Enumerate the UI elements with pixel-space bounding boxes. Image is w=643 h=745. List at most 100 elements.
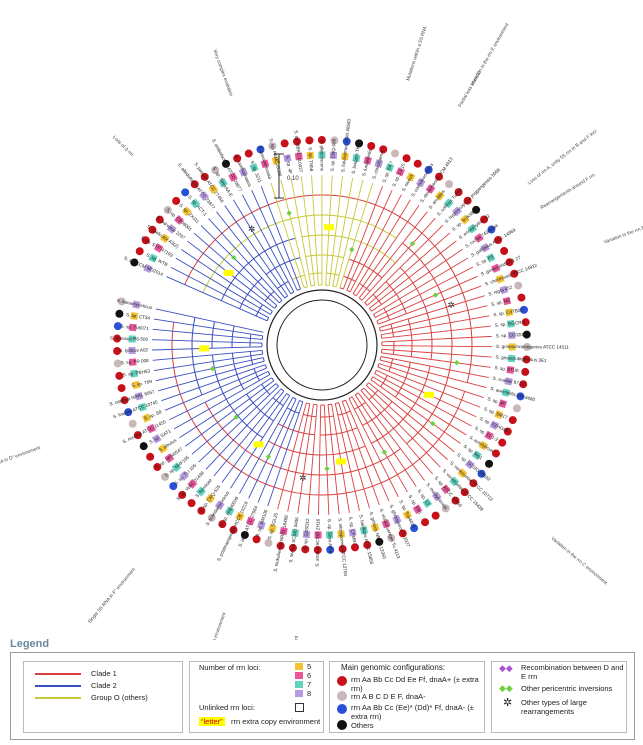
config-dot [421, 518, 430, 527]
annotation-text: Single 5S RNA in D″ environment [0, 445, 42, 475]
rrn-count-square [228, 172, 238, 182]
branch-arc [239, 277, 263, 309]
config-dot [398, 529, 407, 538]
annotation-text: Loss of Δ rrn [111, 135, 135, 159]
taxon-label: S. sp. 6TUE [494, 365, 519, 373]
config-dot [367, 142, 376, 151]
config-dot [521, 318, 530, 327]
branch [379, 295, 485, 329]
rrn-count-square [128, 358, 137, 366]
rrn-count-square [196, 486, 207, 497]
inversion-marker: ◆ [433, 292, 439, 299]
rrn-count-square [440, 484, 451, 495]
taxon-label: S. sp. Tu6071 [120, 324, 149, 332]
config-dot [133, 431, 142, 440]
rrn-count-square [508, 331, 516, 340]
config-dot [181, 188, 190, 197]
branch-arc [246, 393, 274, 422]
branch-arc [280, 388, 285, 392]
branch-arc [184, 194, 473, 383]
branch [376, 275, 478, 322]
branch [338, 402, 370, 509]
branch-arc [407, 318, 413, 357]
branch-arc [339, 287, 344, 290]
config-dot [330, 136, 339, 145]
rrn-count-square [374, 159, 384, 169]
rrn-count-square [459, 214, 470, 225]
rrn-count-square [171, 462, 182, 473]
branch-arc [385, 281, 407, 314]
rrn-count-square [505, 308, 514, 317]
config-dot [113, 334, 122, 343]
inversion-marker: ◆ [410, 240, 416, 247]
rrn-count-square [134, 391, 144, 401]
branch-arc [211, 354, 264, 439]
taxon-label: S. griseochromogenes ATCC 14511 [496, 344, 569, 350]
branch [260, 186, 301, 290]
rearrangement-icon: ✲ [503, 697, 513, 709]
groupo-label: Group O (others) [91, 693, 148, 702]
scale-label: 0.10 [287, 176, 299, 182]
rrn-count-square [359, 526, 369, 535]
rrn-count-square [128, 346, 136, 355]
annotation-text: Variation in the rrn C environment [550, 536, 609, 587]
config-dot [480, 215, 489, 224]
branch-arc [365, 382, 370, 386]
rrn-count-square [506, 366, 515, 374]
branch [155, 357, 264, 382]
rrn-count-square [268, 524, 277, 533]
config-dot [522, 330, 531, 339]
scale-bar: 0.10 [274, 153, 299, 199]
rrn8-swatch [295, 690, 303, 697]
config-dot [124, 408, 133, 417]
taxon-label: S. glaucescens [320, 140, 325, 172]
config-dot [161, 472, 170, 481]
rrn-count-square [484, 430, 494, 441]
config-dot [240, 530, 249, 539]
branch [152, 328, 263, 340]
branch-arc [267, 371, 271, 375]
branch-arc [346, 289, 351, 293]
branch [158, 360, 265, 392]
config-dot [402, 154, 411, 163]
rrn-count-square [164, 453, 175, 464]
branch [169, 370, 269, 421]
branch-arc [376, 320, 379, 325]
rrn8-label: 8 [307, 689, 312, 698]
rrn-count-square [214, 500, 225, 510]
config-dot [117, 384, 126, 393]
branch-arc [220, 237, 296, 301]
branch-arc [231, 353, 245, 390]
config3-label: rrn Aa Bb Cc (Ee)* (Dd)* Ff, dnaA- (± ex… [351, 703, 474, 721]
branch-arc [332, 285, 337, 288]
rrn5-swatch [295, 663, 303, 670]
inversion-marker: ◆ [210, 365, 216, 372]
config-dot [288, 543, 297, 552]
branch [332, 177, 354, 287]
rrn-count-square [199, 191, 209, 201]
config-dot [338, 544, 347, 553]
branch-arc [262, 357, 265, 362]
rrn-count-square [491, 263, 501, 273]
rrn-count-square [443, 198, 454, 209]
branch [327, 404, 340, 515]
branch-arc [399, 267, 433, 360]
rrn-count-square [385, 162, 395, 172]
rearrangement-label: Other types of large rearrangements [521, 698, 587, 716]
branch [346, 189, 393, 291]
rrn-count-square [306, 151, 315, 160]
taxon-label: S. sp. TN58 [308, 147, 315, 172]
rrn-count-square [256, 520, 266, 530]
config-dot [264, 538, 273, 547]
branch-arc [360, 387, 365, 391]
rrn-count-square [318, 151, 326, 159]
config-dot [163, 206, 172, 215]
rrn-count-square [501, 388, 511, 397]
branch [373, 257, 469, 315]
inversion-marker: ◆ [286, 210, 292, 217]
config-dot [218, 520, 227, 529]
annotation-text: Variation in the rrn B environment [288, 635, 300, 640]
annotation-text: Single 5S RNA in F″ environment [87, 566, 137, 624]
branch-arc [303, 414, 317, 418]
